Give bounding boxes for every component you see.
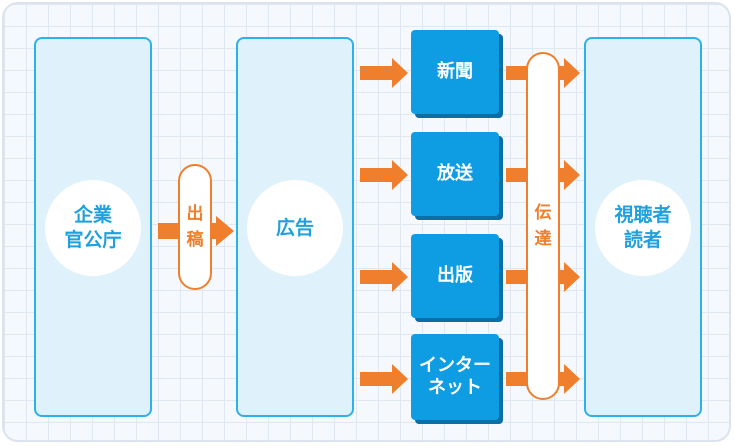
ad-to-internet-arrow [360, 364, 408, 394]
companies-circle: 企業 官公庁 [45, 180, 141, 276]
companies-label-line2: 官公庁 [64, 229, 122, 251]
media-publishing: 出版 [411, 234, 499, 318]
ad-to-newspaper-arrow [360, 58, 408, 88]
media-publishing-label: 出版 [437, 264, 473, 286]
audience-label-line1: 視聴者 [614, 204, 672, 227]
diagram-frame: 企業 官公庁 出 稿 広告 新聞 放送 出版 インター ネット [2, 2, 731, 442]
media-internet-label-line1: インター [419, 354, 491, 376]
advertising-label: 広告 [275, 216, 314, 239]
companies-label-line1: 企業 [73, 204, 112, 227]
advertising-column: 広告 [236, 37, 354, 417]
ad-to-publishing-arrow [360, 262, 408, 292]
media-internet: インター ネット [411, 334, 499, 420]
audience-circle: 視聴者 読者 [595, 180, 691, 276]
audience-column: 視聴者 読者 [584, 37, 702, 417]
advertising-circle: 広告 [247, 180, 343, 276]
transmission-char1: 伝 [534, 202, 552, 223]
submission-char2: 稿 [186, 230, 204, 250]
transmission-char2: 達 [534, 229, 552, 249]
submission-char1: 出 [186, 203, 204, 224]
media-broadcast: 放送 [411, 132, 499, 216]
companies-column: 企業 官公庁 [34, 37, 152, 417]
audience-label-line2: 読者 [623, 229, 662, 251]
transmission-pill: 伝 達 [526, 52, 560, 400]
media-newspaper: 新聞 [411, 30, 499, 114]
media-broadcast-label: 放送 [437, 162, 473, 184]
media-newspaper-label: 新聞 [437, 60, 473, 82]
submission-pill: 出 稿 [178, 164, 212, 290]
ad-to-broadcast-arrow [360, 160, 408, 190]
media-internet-label-line2: ネット [428, 377, 482, 398]
